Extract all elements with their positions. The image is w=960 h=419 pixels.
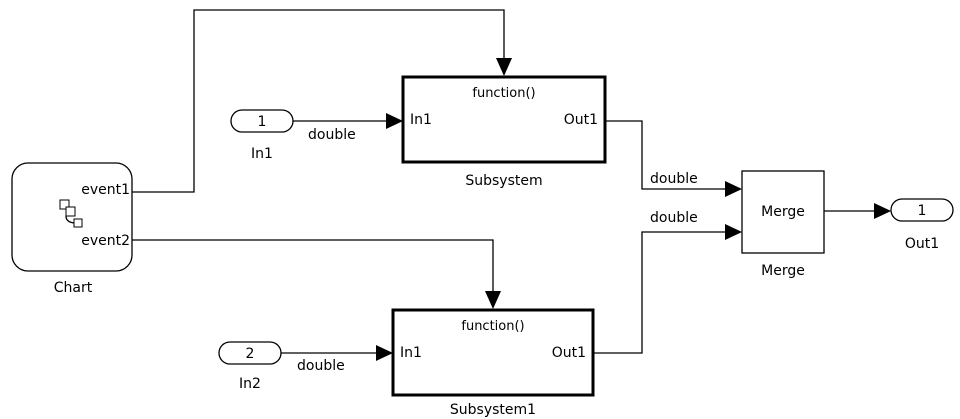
signal-event1-to-subsystem[interactable] xyxy=(132,9,512,193)
stateflow-chart-icon xyxy=(59,199,83,228)
signal-in2-to-subsystem1[interactable] xyxy=(281,345,393,361)
subsystem1-block[interactable]: function() In1 Out1 xyxy=(391,308,595,397)
signal-event2-to-subsystem1[interactable] xyxy=(132,239,501,309)
inport-in1-number: 1 xyxy=(258,114,267,130)
subsystem-trigger-label: function() xyxy=(472,86,535,101)
signal-subsystem1-to-merge[interactable] xyxy=(593,224,742,354)
signal-in1-to-subsystem[interactable] xyxy=(293,113,403,129)
inport-in2[interactable]: 2 xyxy=(218,341,282,365)
chart-port-event2: event2 xyxy=(81,233,130,249)
signal-merge-to-out1[interactable] xyxy=(824,203,891,219)
chart-port-event1: event1 xyxy=(81,182,130,198)
chart-block[interactable]: event1 event2 xyxy=(11,162,133,272)
subsystem-in-port: In1 xyxy=(410,112,432,128)
outport-out1-number: 1 xyxy=(918,203,927,219)
inport-in1[interactable]: 1 xyxy=(230,109,294,133)
inport-in1-label[interactable]: In1 xyxy=(251,146,273,162)
merge-label[interactable]: Merge xyxy=(761,263,805,279)
signal-merge-top-type: double xyxy=(650,171,698,187)
subsystem1-label[interactable]: Subsystem1 xyxy=(450,402,536,418)
subsystem-out-port: Out1 xyxy=(564,112,598,128)
subsystem1-out-port: Out1 xyxy=(552,345,586,361)
subsystem1-trigger-label: function() xyxy=(461,319,524,334)
inport-in2-number: 2 xyxy=(246,346,255,362)
merge-block-text: Merge xyxy=(761,204,805,220)
signal-in2-type: double xyxy=(297,358,345,374)
merge-block[interactable]: Merge xyxy=(741,170,825,254)
outport-out1-label[interactable]: Out1 xyxy=(905,236,939,252)
subsystem-block[interactable]: function() In1 Out1 xyxy=(401,75,607,164)
outport-out1[interactable]: 1 xyxy=(890,198,954,222)
signal-merge-bottom-type: double xyxy=(650,210,698,226)
chart-label[interactable]: Chart xyxy=(54,280,93,296)
inport-in2-label[interactable]: In2 xyxy=(239,376,261,392)
signal-subsystem-to-merge[interactable] xyxy=(605,120,742,197)
subsystem1-in-port: In1 xyxy=(400,345,422,361)
signal-in1-type: double xyxy=(308,127,356,143)
subsystem-label[interactable]: Subsystem xyxy=(465,173,542,189)
